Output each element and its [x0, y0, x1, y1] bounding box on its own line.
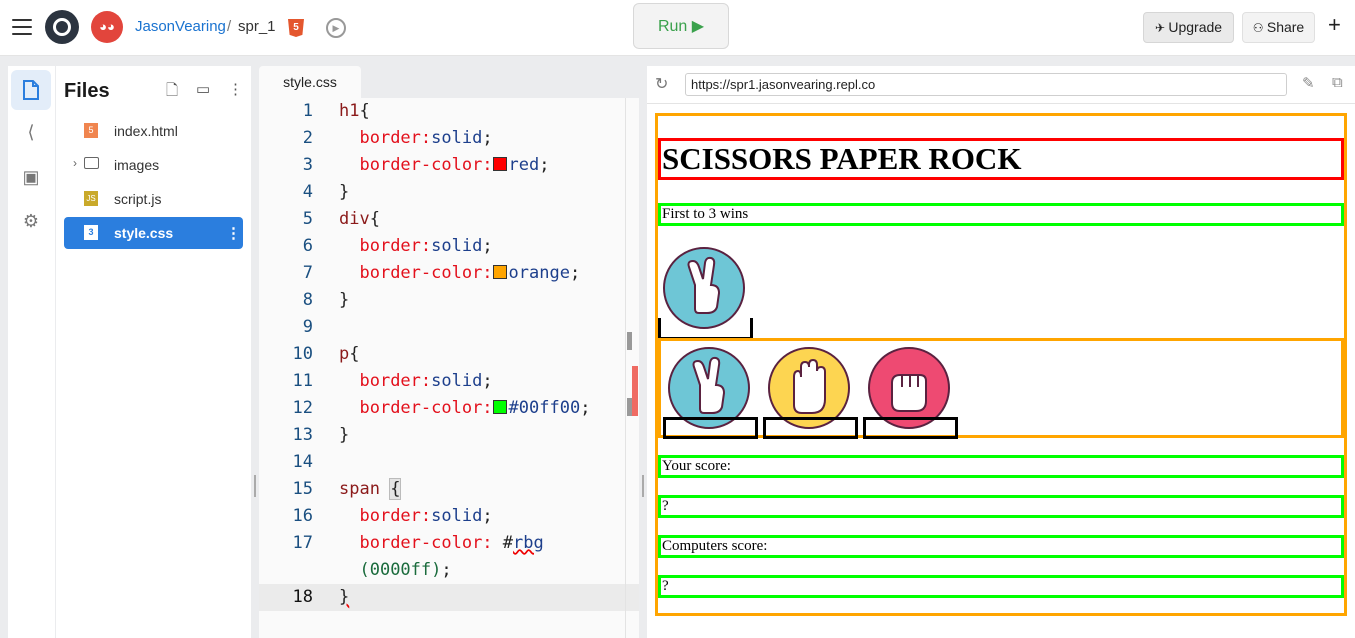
- panel-resize-handle[interactable]: [642, 475, 644, 497]
- files-title: Files: [64, 80, 110, 102]
- share-label: Share: [1266, 19, 1305, 35]
- code-line: 2 border:solid;: [302, 128, 493, 148]
- project-name[interactable]: spr_1: [238, 18, 276, 35]
- paper-hand-icon: [793, 358, 826, 414]
- replit-logo[interactable]: [45, 10, 79, 44]
- scrollbar-marker: [627, 398, 632, 416]
- choice-scissors[interactable]: [668, 347, 750, 429]
- code-line: (0000ff);: [359, 560, 452, 580]
- url-bar: ↻ https://spr1.jasonvearing.repl.co ✎ ⧉: [647, 66, 1355, 104]
- code-line: 8}: [302, 290, 350, 310]
- settings-icon[interactable]: ⚙: [22, 211, 40, 231]
- player-choice-span: [658, 318, 753, 340]
- code-line-current: 18}: [259, 584, 639, 611]
- site-heading: SCISSORS PAPER ROCK: [658, 138, 1344, 180]
- history-icon[interactable]: ▶: [326, 18, 346, 38]
- color-swatch-orange[interactable]: [492, 265, 507, 279]
- open-new-tab-icon[interactable]: ⧉: [1332, 74, 1343, 91]
- webview-panel: ↻ https://spr1.jasonvearing.repl.co ✎ ⧉ …: [647, 66, 1355, 638]
- choice-span: [663, 417, 758, 439]
- activity-sidebar: ⟨ ▣ ⚙: [8, 66, 55, 638]
- code-line: 13}: [292, 425, 350, 445]
- choices-container: [658, 338, 1344, 439]
- code-line: 16 border:solid;: [292, 506, 493, 526]
- folder-icon: [84, 157, 99, 169]
- code-line: 4}: [302, 182, 350, 202]
- add-pane-button[interactable]: +: [1328, 12, 1341, 37]
- refresh-icon[interactable]: ↻: [655, 76, 669, 93]
- packages-icon[interactable]: ▣: [22, 167, 40, 187]
- username-link[interactable]: JasonVearing: [135, 18, 226, 35]
- file-item-index-html[interactable]: 5 index.html: [64, 115, 243, 147]
- file-label: images: [114, 157, 160, 173]
- your-score-label: Your score:: [658, 455, 1344, 478]
- choice-rock[interactable]: [868, 347, 950, 429]
- user-avatar[interactable]: ◕◕: [91, 11, 123, 43]
- rock-hand-icon: [891, 374, 927, 412]
- share-button[interactable]: ⚇ Share: [1242, 12, 1315, 43]
- file-item-script-js[interactable]: JS script.js: [64, 183, 243, 215]
- html5-icon: 5: [288, 19, 304, 37]
- scissors-hand-icon: [692, 356, 726, 414]
- js-icon: JS: [84, 191, 98, 206]
- new-folder-icon[interactable]: ▭: [196, 81, 211, 98]
- file-label: index.html: [114, 123, 178, 139]
- code-line: 3 border-color:red;: [302, 155, 550, 175]
- scrollbar-error-marker: [632, 366, 638, 416]
- code-line: 7 border-color:orange;: [302, 263, 581, 283]
- file-label: script.js: [114, 191, 162, 207]
- file-label: style.css: [114, 225, 174, 241]
- code-line: 12 border-color:#00ff00;: [292, 398, 591, 418]
- code-line: 6 border:solid;: [302, 236, 493, 256]
- player-choice-scissors: [663, 247, 745, 329]
- html5-icon: 5: [84, 123, 98, 138]
- rocket-icon: ✈: [1154, 21, 1169, 35]
- code-line: 9: [302, 317, 313, 337]
- menu-icon[interactable]: [12, 19, 32, 35]
- folder-item-images[interactable]: › images: [64, 149, 243, 181]
- add-user-icon: ⚇: [1252, 21, 1267, 35]
- scrollbar-marker: [627, 332, 632, 350]
- scissors-hand-icon: [687, 256, 721, 314]
- files-icon[interactable]: [11, 70, 51, 110]
- edit-icon[interactable]: ✎: [1302, 75, 1315, 92]
- css3-icon: 3: [84, 225, 98, 240]
- color-swatch-red[interactable]: [492, 157, 507, 171]
- file-item-style-css[interactable]: 3 style.css ⋮: [64, 217, 243, 249]
- choice-span: [863, 417, 958, 439]
- chevron-right-icon: ›: [73, 156, 77, 170]
- choice-paper[interactable]: [768, 347, 850, 429]
- files-panel: Files 🗋 ▭ ⋮ 5 index.html › images JS scr…: [56, 66, 251, 638]
- tab-style-css[interactable]: style.css: [259, 66, 361, 98]
- editor-scrollbar[interactable]: [625, 98, 639, 638]
- choice-span: [763, 417, 858, 439]
- new-file-icon[interactable]: 🗋: [166, 82, 179, 99]
- upgrade-button[interactable]: ✈ Upgrade: [1143, 12, 1234, 43]
- computer-score-value: ?: [658, 575, 1344, 598]
- your-score-value: ?: [658, 495, 1344, 518]
- code-line: 17 border-color: #rbg: [292, 533, 544, 553]
- color-swatch-green[interactable]: [492, 400, 507, 414]
- code-line: 11 border:solid;: [292, 371, 493, 391]
- file-options-icon[interactable]: ⋮: [226, 225, 241, 242]
- url-field[interactable]: https://spr1.jasonvearing.repl.co: [685, 73, 1287, 96]
- code-line: 14: [292, 452, 313, 472]
- top-bar: ◕◕ JasonVearing / spr_1 5 ▶ Run ▶ ✈ Upgr…: [0, 0, 1355, 56]
- site-preview: SCISSORS PAPER ROCK First to 3 wins Your…: [655, 113, 1347, 616]
- panel-resize-handle[interactable]: [254, 475, 256, 497]
- breadcrumb-separator: /: [227, 18, 232, 35]
- upgrade-label: Upgrade: [1168, 19, 1223, 35]
- run-button[interactable]: Run ▶: [633, 3, 729, 49]
- site-subtitle: First to 3 wins: [658, 203, 1344, 226]
- computer-score-label: Computers score:: [658, 535, 1344, 558]
- version-control-icon[interactable]: ⟨: [27, 122, 35, 142]
- more-options-icon[interactable]: ⋮: [228, 81, 243, 98]
